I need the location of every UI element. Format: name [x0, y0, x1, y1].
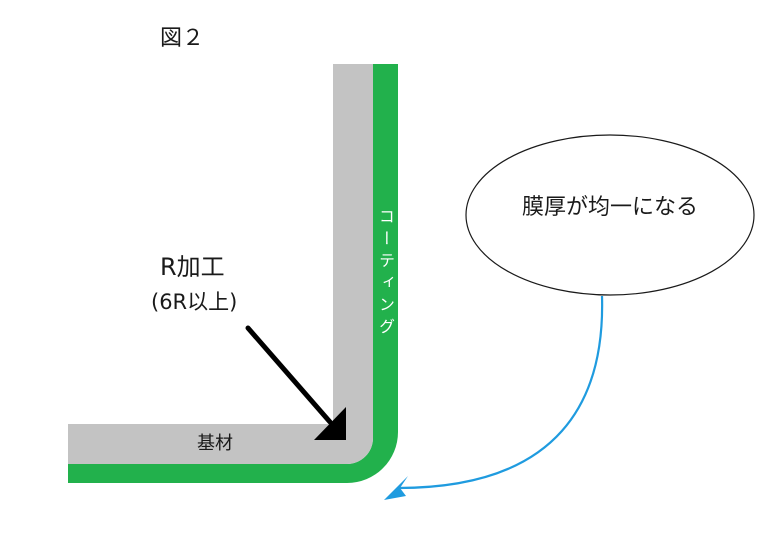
- callout-text: 膜厚が均一になる: [521, 195, 698, 220]
- callout-arrow-curve: [397, 295, 604, 490]
- figure-title: 図２: [160, 26, 205, 51]
- radius-arrow-shaft: [245, 325, 333, 425]
- callout-ellipse: [465, 134, 755, 296]
- coating-label: コーティング: [376, 208, 395, 340]
- callout-arrow-head: [384, 476, 408, 500]
- radius-process-label: R加工: [160, 253, 225, 281]
- substrate-label: 基材: [197, 433, 233, 454]
- radius-spec-label: (6R以上): [151, 290, 238, 314]
- radius-arrow-head: [314, 407, 346, 440]
